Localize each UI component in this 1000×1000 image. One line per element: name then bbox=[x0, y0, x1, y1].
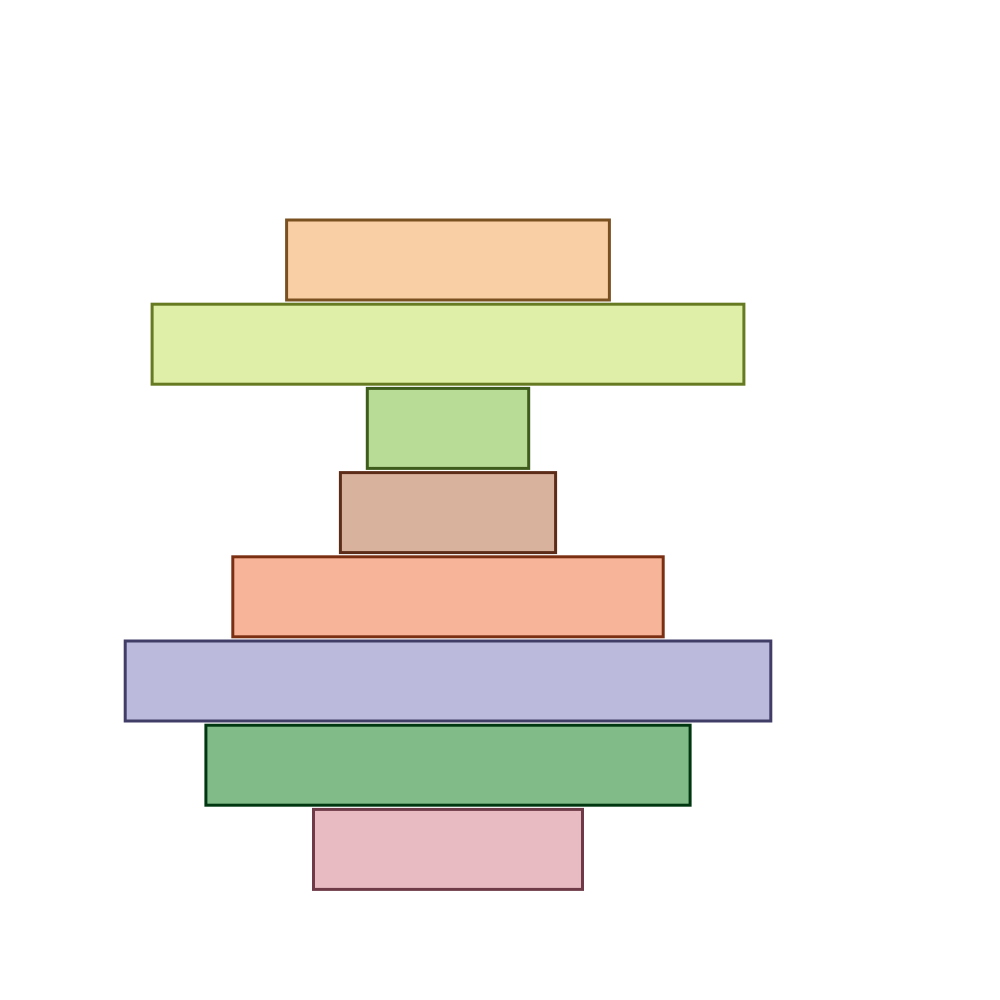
bar-2 bbox=[150, 302, 746, 386]
bars-group bbox=[123, 218, 773, 891]
bar-3 bbox=[365, 386, 531, 470]
bar-8 bbox=[312, 807, 584, 891]
bar-4 bbox=[338, 471, 558, 555]
bar-5 bbox=[231, 555, 665, 639]
bar-7 bbox=[204, 723, 692, 807]
bar-6 bbox=[123, 639, 773, 723]
bar-1 bbox=[285, 218, 611, 302]
